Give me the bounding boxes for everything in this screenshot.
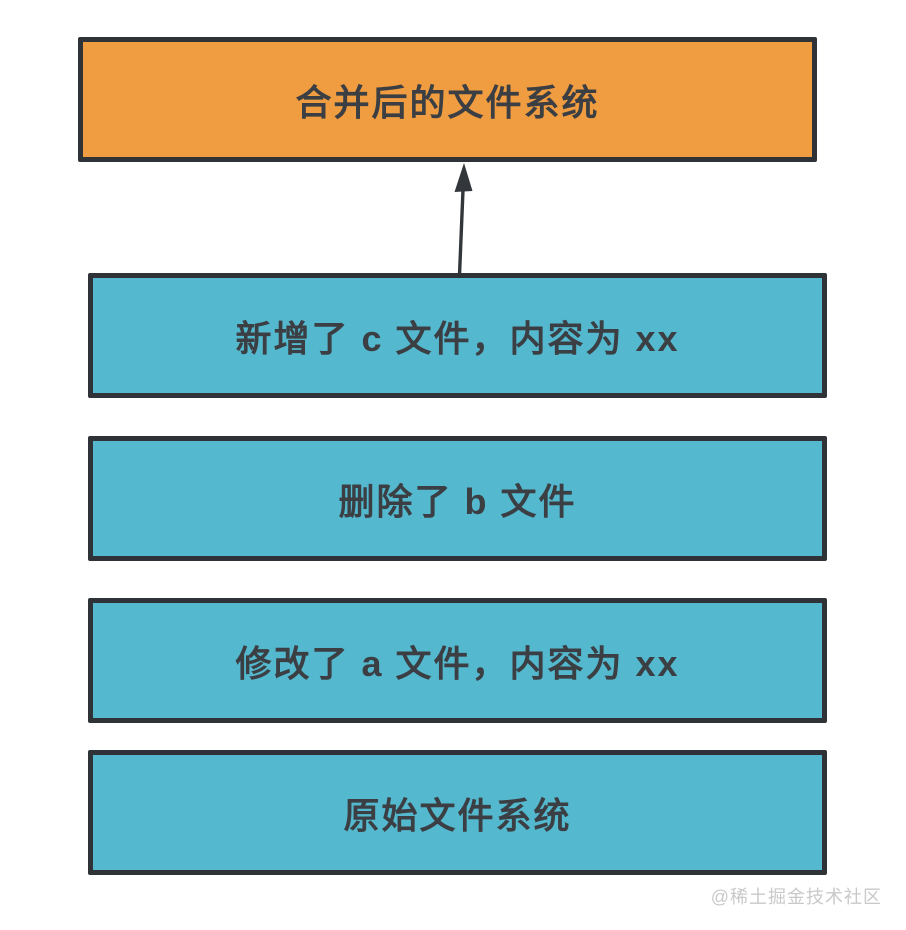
- arrow-shaft: [457, 189, 465, 276]
- node-layer-modify-a-label: 修改了 a 文件，内容为 xx: [235, 642, 680, 684]
- node-original-filesystem: 原始文件系统: [88, 750, 827, 875]
- watermark-text: @稀土掘金技术社区: [710, 887, 882, 907]
- node-merged-filesystem: 合并后的文件系统: [78, 37, 817, 162]
- arrow-head-icon: [454, 163, 473, 192]
- node-merged-filesystem-label: 合并后的文件系统: [295, 81, 600, 123]
- node-layer-delete-b-label: 删除了 b 文件: [338, 480, 577, 522]
- node-layer-modify-a: 修改了 a 文件，内容为 xx: [88, 598, 827, 723]
- node-layer-add-c: 新增了 c 文件，内容为 xx: [88, 273, 827, 398]
- node-original-filesystem-label: 原始文件系统: [343, 794, 572, 836]
- node-layer-add-c-label: 新增了 c 文件，内容为 xx: [235, 317, 680, 359]
- node-layer-delete-b: 删除了 b 文件: [88, 436, 827, 561]
